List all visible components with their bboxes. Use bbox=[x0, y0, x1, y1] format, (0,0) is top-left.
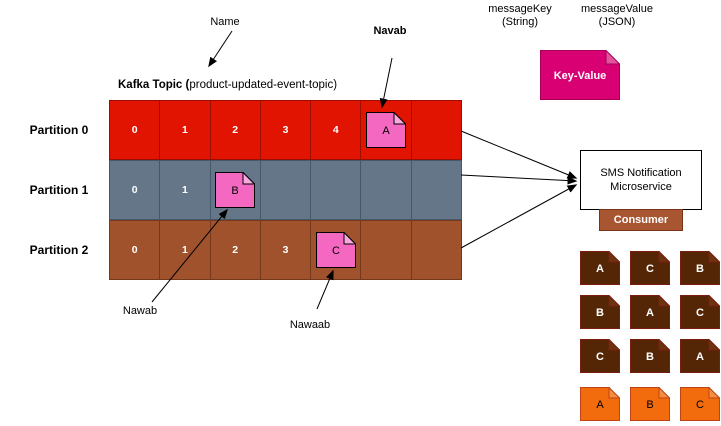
partition-2-cell-2: 2 bbox=[211, 221, 261, 279]
partition-2-cell-5 bbox=[361, 221, 412, 279]
message-note-a-label: A bbox=[383, 125, 391, 137]
consumed-note-r2-b-label: B bbox=[646, 351, 654, 363]
key-value-note-label: Key-Value bbox=[554, 70, 607, 82]
consumer-box: Consumer bbox=[599, 209, 683, 231]
name-arrow bbox=[208, 30, 233, 68]
key-value-note: Key-Value bbox=[540, 50, 620, 100]
consumed-note-r0-b: B bbox=[680, 251, 720, 285]
consumed-note-r1-b: B bbox=[580, 295, 620, 329]
sms-microservice-box: SMS Notification Microservice bbox=[580, 150, 702, 210]
partition-1-cell-2 bbox=[211, 161, 261, 219]
partition-2-cell-1: 1 bbox=[160, 221, 211, 279]
consumed-note-r1-b-label: B bbox=[596, 307, 604, 319]
partition2-to-consumer-arrow bbox=[460, 184, 578, 249]
consumed-note-r2-c: C bbox=[580, 339, 620, 373]
partition-1-cell-0: 0 bbox=[110, 161, 161, 219]
consumed-note-r2-a-label: A bbox=[696, 351, 704, 363]
partition1-to-consumer-arrow bbox=[460, 174, 578, 185]
partition-label-1: Partition 1 bbox=[29, 183, 89, 197]
partition-2-cell-3: 3 bbox=[261, 221, 312, 279]
partition-1-cell-3 bbox=[261, 161, 312, 219]
consumed-note-r3-a-label: A bbox=[596, 399, 604, 411]
partition-0-cell-1: 1 bbox=[160, 101, 211, 159]
consumed-note-r0-a-label: A bbox=[596, 263, 604, 275]
navab-label: Navab bbox=[373, 25, 407, 37]
consumed-note-r3-b-label: B bbox=[646, 399, 653, 411]
message-note-c: C bbox=[315, 232, 356, 268]
message-note-b-label: B bbox=[231, 185, 238, 197]
partition-2-cell-4 bbox=[311, 221, 362, 279]
consumed-note-r2-b: B bbox=[630, 339, 670, 373]
partition0-to-consumer-arrow bbox=[460, 130, 578, 179]
consumed-note-r1-c-label: C bbox=[696, 307, 704, 319]
message-note-a: A bbox=[366, 112, 407, 148]
partition-2-cell-0: 0 bbox=[110, 221, 161, 279]
nawaab-label: Nawaab bbox=[289, 319, 331, 331]
partition-1-cell-5 bbox=[361, 161, 412, 219]
consumed-note-r3-c-label: C bbox=[696, 399, 704, 411]
partition-label-2: Partition 2 bbox=[29, 243, 89, 257]
message-value-line2: (JSON) bbox=[598, 16, 636, 28]
message-key-line1: messageKey bbox=[488, 3, 552, 15]
message-value-line1: messageValue bbox=[581, 3, 653, 15]
message-key-line2: (String) bbox=[501, 16, 539, 28]
partition-0-cell-5 bbox=[361, 101, 412, 159]
name-label: Name bbox=[210, 16, 240, 28]
consumed-note-r3-b: B bbox=[630, 387, 670, 421]
sms-microservice-line2: Microservice bbox=[610, 181, 672, 193]
partition-0-cell-0: 0 bbox=[110, 101, 161, 159]
partition-1-cell-6 bbox=[412, 161, 461, 219]
message-note-b: B bbox=[215, 172, 256, 208]
consumed-note-r0-b-label: B bbox=[696, 263, 704, 275]
nawab-label: Nawab bbox=[122, 305, 158, 317]
partition-2-cell-6 bbox=[412, 221, 461, 279]
partition-0-cell-4: 4 bbox=[311, 101, 362, 159]
partition-0-cell-6 bbox=[412, 101, 461, 159]
kafka-topic-title: Kafka Topic (product-updated-event-topic… bbox=[118, 79, 337, 91]
consumed-note-r3-a: A bbox=[580, 387, 620, 421]
consumer-box-label: Consumer bbox=[613, 214, 669, 226]
partition-label-0: Partition 0 bbox=[29, 123, 89, 137]
partition-0-cell-3: 3 bbox=[261, 101, 312, 159]
consumed-note-r1-a: A bbox=[630, 295, 670, 329]
message-value-header: messageValue (JSON) bbox=[575, 3, 659, 29]
partition-0-cell-2: 2 bbox=[211, 101, 261, 159]
sms-microservice-line1: SMS Notification bbox=[600, 167, 682, 179]
consumed-note-r0-c-label: C bbox=[646, 263, 654, 275]
kafka-topic-title-bold: Kafka Topic ( bbox=[118, 79, 190, 91]
consumed-note-r1-a-label: A bbox=[646, 307, 654, 319]
consumed-note-r0-a: A bbox=[580, 251, 620, 285]
consumed-note-r2-a: A bbox=[680, 339, 720, 373]
consumed-note-r0-c: C bbox=[630, 251, 670, 285]
consumed-note-r3-c: C bbox=[680, 387, 720, 421]
consumed-note-r2-c-label: C bbox=[596, 351, 604, 363]
partition-1-cell-1: 1 bbox=[160, 161, 211, 219]
partition-1-cell-4 bbox=[311, 161, 362, 219]
kafka-topic-title-name: product-updated-event-topic) bbox=[189, 79, 338, 91]
consumed-note-r1-c: C bbox=[680, 295, 720, 329]
message-key-header: messageKey (String) bbox=[478, 3, 562, 29]
message-note-c-label: C bbox=[332, 245, 340, 257]
